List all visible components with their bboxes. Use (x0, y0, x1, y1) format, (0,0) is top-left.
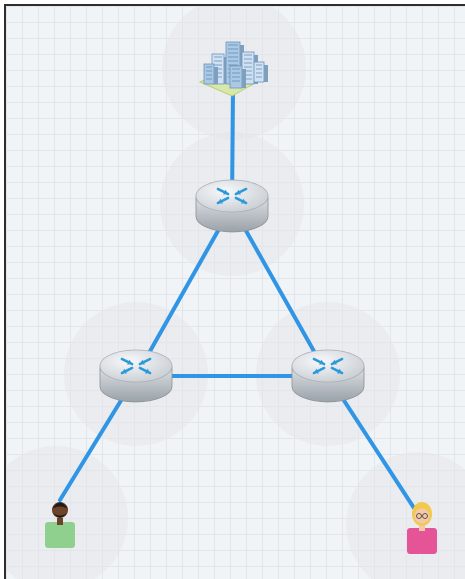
link-router-top-router-right (230, 204, 330, 378)
user-right-person-icon[interactable] (407, 502, 437, 554)
router-top-router-icon[interactable] (195, 179, 269, 233)
datacenter-buildings-icon[interactable] (198, 41, 268, 97)
node-layer (45, 41, 437, 554)
user-left-person-icon[interactable] (45, 502, 75, 548)
topology-canvas (4, 4, 465, 579)
router-left-router-icon[interactable] (99, 349, 173, 403)
network-diagram (6, 6, 465, 579)
link-router-top-router-left (134, 204, 234, 378)
router-right-router-icon[interactable] (291, 349, 365, 403)
user-right-halo (346, 452, 465, 579)
